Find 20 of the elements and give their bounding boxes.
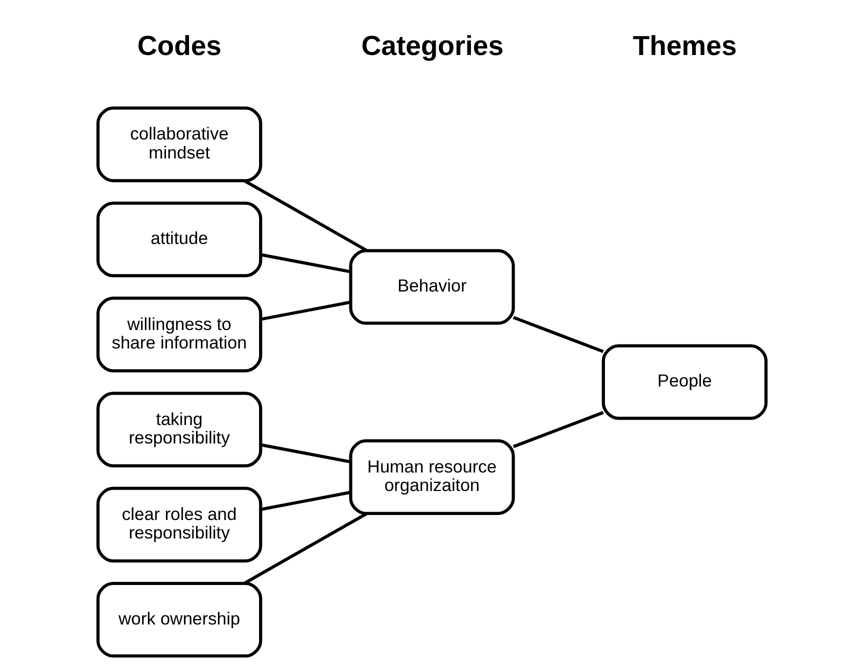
label: Themes <box>632 30 737 62</box>
node-box: Human resource organizaiton <box>349 439 515 515</box>
node-box: Behavior <box>349 249 515 325</box>
connector <box>244 179 368 252</box>
node-box: attitude <box>96 202 262 278</box>
connector <box>260 443 351 464</box>
connector <box>244 512 368 585</box>
label: Codes <box>137 30 222 62</box>
node-box: People <box>602 344 768 420</box>
connector <box>512 411 604 448</box>
node-box: work ownership <box>96 582 262 658</box>
connector <box>260 300 351 321</box>
connector <box>512 316 604 354</box>
connector <box>260 490 351 511</box>
label: Categories <box>361 30 504 62</box>
node-box: collaborative mindset <box>96 106 262 182</box>
node-box: clear roles and responsibility <box>96 486 262 562</box>
node-box: taking responsibility <box>96 392 262 468</box>
connector <box>260 253 351 274</box>
node-box: willingness to share information <box>96 296 262 372</box>
